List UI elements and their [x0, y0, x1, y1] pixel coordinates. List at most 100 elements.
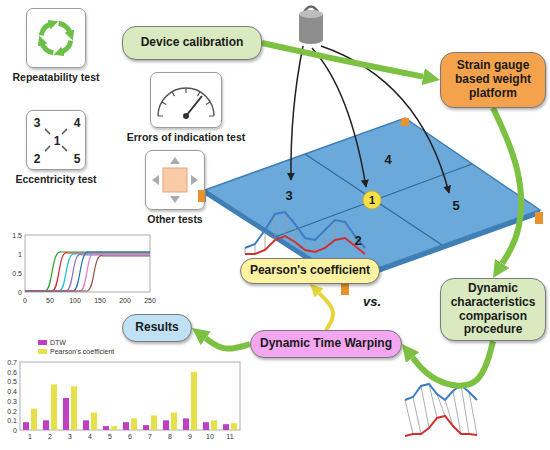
- pearson-bar: [171, 413, 177, 431]
- placement-arrow: [312, 48, 366, 187]
- axis-tick: 200: [119, 297, 131, 304]
- gauge-dial: [158, 88, 214, 116]
- axis-tick: 0.2: [7, 407, 17, 414]
- test-icon-box: Other tests: [145, 150, 205, 210]
- axis-tick: 11: [226, 433, 233, 440]
- test-weight: [299, 10, 323, 18]
- response-curve: [25, 253, 150, 291]
- legend-text: Pearson's coefficient: [50, 348, 114, 355]
- node-label: Pearson's coefficient: [250, 264, 370, 278]
- icon-caption: Repeatability test: [13, 72, 100, 84]
- dtw-bar: [223, 424, 229, 430]
- platform-number: 4: [384, 153, 391, 166]
- legend-row: DTW: [38, 339, 66, 346]
- platform-leg: [341, 283, 349, 295]
- recycle-arrow: [42, 43, 54, 53]
- dtw-bar: [103, 426, 109, 430]
- axis-tick: 6: [128, 433, 132, 440]
- legend-text: DTW: [50, 339, 66, 346]
- axis-tick: 0: [13, 427, 17, 434]
- process-pill: Pearson's coefficient: [240, 258, 380, 284]
- chart-frame: [25, 235, 150, 292]
- response-curve: [25, 254, 150, 291]
- dtw-bar: [183, 418, 189, 430]
- dtw-bar: [63, 398, 69, 430]
- signal-curve: [405, 416, 477, 436]
- axis-tick: 1.5: [12, 232, 22, 239]
- position-number: 5: [74, 153, 81, 165]
- test-weight: [299, 36, 323, 44]
- position-number: 3: [34, 117, 41, 129]
- dtw-bar: [143, 425, 149, 430]
- axis-tick: 8: [168, 433, 172, 440]
- pearson-bar: [151, 415, 157, 430]
- node-label: Dynamic Time Warping: [260, 337, 392, 351]
- axis-tick: 10: [206, 433, 214, 440]
- flow-arrow: [262, 43, 423, 77]
- platform-number: 1: [369, 195, 375, 206]
- flow-arrow: [493, 108, 521, 263]
- node-label: Dynamic characteristics comparison proce…: [448, 282, 538, 337]
- gauge-hub: [183, 113, 189, 119]
- signal-curve: [245, 212, 365, 248]
- recycle-arrow: [41, 24, 51, 36]
- axis-tick: 5: [108, 433, 112, 440]
- process-pill: Strain gauge based weight platform: [440, 52, 546, 108]
- node-label: Device calibration: [141, 36, 244, 50]
- weight-platform: [205, 118, 540, 280]
- quadrant-line: [305, 154, 442, 245]
- dtw-bar: [123, 422, 129, 430]
- axis-tick: 4: [88, 433, 92, 440]
- platform-number: 3: [285, 189, 292, 202]
- axis-tick: 0.6: [7, 368, 17, 375]
- response-curve: [25, 252, 150, 291]
- pearson-bar: [71, 386, 77, 430]
- platform-number: 5: [452, 199, 459, 212]
- gauge-needle: [186, 96, 202, 116]
- pearson-bar: [131, 418, 137, 430]
- axis-tick: 1: [28, 433, 32, 440]
- platform-number: 2: [354, 234, 361, 247]
- pearson-bar: [111, 426, 117, 430]
- comparison-label: vs.: [363, 295, 381, 308]
- axis-tick: 0.5: [7, 378, 17, 385]
- process-pill: Device calibration: [122, 26, 262, 60]
- pearson-bar: [231, 423, 237, 430]
- axis-tick: 0: [18, 289, 22, 296]
- signal-curve: [245, 236, 365, 254]
- axis-tick: 0.1: [7, 417, 17, 424]
- dtw-bar: [163, 420, 169, 430]
- test-icon-box: 34125Eccentricity test: [26, 110, 86, 170]
- pearson-bar: [191, 372, 197, 430]
- test-icon-box: Repeatability test: [26, 8, 86, 68]
- axis-tick: 2: [48, 433, 52, 440]
- correlation-lines: [245, 212, 365, 254]
- process-pill: Results: [122, 314, 192, 342]
- legend-swatch: [38, 349, 47, 354]
- dtw-bar: [83, 420, 89, 430]
- axis-tick: 100: [69, 297, 81, 304]
- axis-tick: 9: [188, 433, 192, 440]
- flow-arrow: [413, 341, 493, 385]
- axis-tick: 0: [23, 297, 27, 304]
- test-square: [163, 168, 187, 192]
- pearson-bar: [211, 420, 217, 430]
- response-curve: [25, 252, 150, 291]
- legend-row: Pearson's coefficient: [38, 348, 114, 355]
- axis-tick: 0.3: [7, 397, 17, 404]
- platform-leg: [535, 212, 543, 224]
- warping-lines: [405, 384, 477, 435]
- axis-tick: 150: [94, 297, 106, 304]
- axis-tick: 1: [18, 251, 22, 258]
- position-number: 2: [34, 153, 41, 165]
- axis-tick: 7: [148, 433, 152, 440]
- axis-tick: 0.5: [12, 270, 22, 277]
- legend-swatch: [38, 340, 47, 345]
- axis-tick: 0.4: [7, 388, 17, 395]
- node-label: Results: [135, 321, 178, 335]
- axis-tick: 50: [46, 297, 54, 304]
- platform-leg: [401, 118, 409, 126]
- direction-arrows: [152, 157, 198, 203]
- flow-arrow: [206, 338, 250, 348]
